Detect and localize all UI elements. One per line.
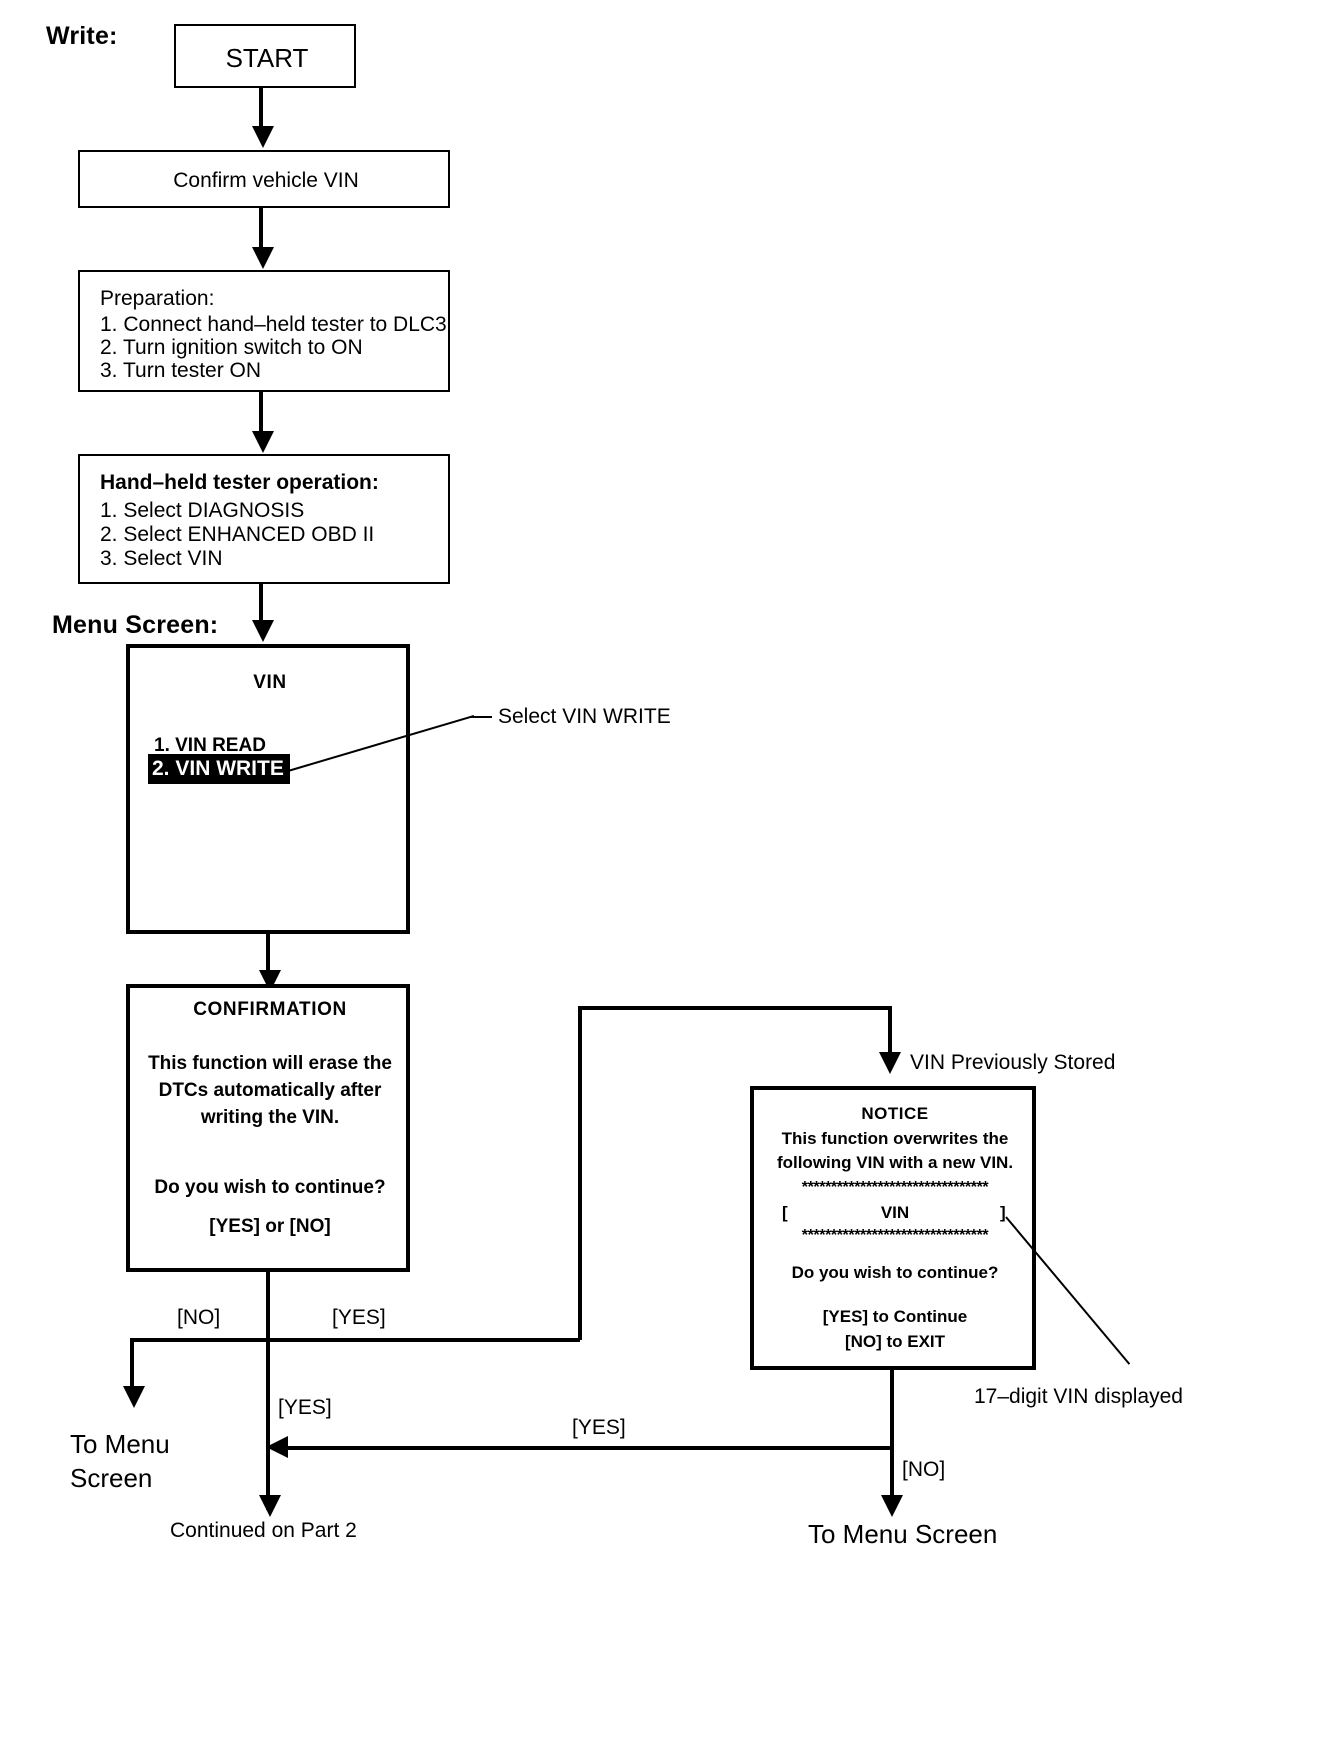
tester-operation-title: Hand–held tester operation:	[100, 471, 379, 494]
arrow-notice-yes-return	[266, 1436, 288, 1458]
confirmation-body-line-1: This function will erase the	[148, 1053, 392, 1074]
edge-label-yes-1: [YES]	[332, 1306, 386, 1329]
preparation-step-1: 1. Connect hand–held tester to DLC3	[100, 313, 447, 336]
menu-screen-section-label: Menu Screen:	[52, 611, 219, 639]
arrow-start-to-confirm	[252, 126, 274, 148]
terminal-continued-on-part-2: Continued on Part 2	[170, 1519, 357, 1542]
notice-vin-bracket-close: ]	[1000, 1203, 1006, 1222]
arrow-tester-to-menu	[252, 620, 274, 642]
preparation-title: Preparation:	[100, 287, 215, 310]
edge-label-yes-2: [YES]	[278, 1396, 332, 1419]
notice-separator-bottom: ********************************	[801, 1227, 989, 1244]
connector-yes-to-notice-vertical	[888, 1006, 892, 1060]
notice-option-yes: [YES] to Continue	[822, 1307, 968, 1326]
edge-label-no-2: [NO]	[902, 1458, 946, 1481]
notice-separator-top: ********************************	[801, 1179, 989, 1196]
preparation-node: Preparation: 1. Connect hand–held tester…	[78, 270, 450, 392]
notice-body-line-1: This function overwrites the	[781, 1129, 1009, 1148]
connector-menu-to-confirmation	[266, 934, 270, 976]
confirmation-options: [YES] or [NO]	[209, 1216, 331, 1237]
connector-yes-riser	[578, 1006, 582, 1340]
confirmation-body-line-2: DTCs automatically after	[158, 1080, 382, 1101]
connector-start-to-confirm	[259, 88, 263, 130]
connector-confirmation-branch-bar	[130, 1338, 580, 1342]
arrow-no-leg	[123, 1386, 145, 1408]
vin-menu-node: VIN 1. VIN READ	[126, 644, 410, 934]
notice-vin-bracket-open: [	[782, 1203, 788, 1222]
connector-notice-yes-return	[286, 1446, 893, 1450]
confirmation-title: CONFIRMATION	[193, 999, 347, 1020]
confirmation-question: Do you wish to continue?	[154, 1177, 386, 1198]
confirmation-body-line-3: writing the VIN.	[200, 1107, 340, 1128]
vin-menu-item-vin-read[interactable]: 1. VIN READ	[154, 735, 266, 756]
callout-select-vin-write: Select VIN WRITE	[498, 705, 671, 728]
notice-title: NOTICE	[861, 1104, 929, 1123]
notice-question: Do you wish to continue?	[791, 1263, 999, 1282]
vin-menu-item-vin-write[interactable]: 2. VIN WRITE	[148, 754, 290, 785]
preparation-step-3: 3. Turn tester ON	[100, 359, 262, 382]
tester-operation-step-3: 3. Select VIN	[100, 547, 223, 570]
edge-label-no-1: [NO]	[177, 1306, 221, 1329]
connector-confirm-to-preparation	[259, 208, 263, 252]
connector-no-leg	[130, 1338, 134, 1390]
connector-yes-to-notice-horizontal	[578, 1006, 892, 1010]
confirm-vin-label: Confirm vehicle VIN	[173, 169, 359, 192]
terminal-to-menu-screen-right: To Menu Screen	[808, 1519, 998, 1549]
arrow-into-notice	[879, 1052, 901, 1074]
tester-operation-step-1: 1. Select DIAGNOSIS	[100, 499, 305, 522]
arrow-notice-no-leg	[881, 1495, 903, 1517]
confirm-vin-node: Confirm vehicle VIN	[78, 150, 450, 208]
notice-vin-placeholder: VIN	[880, 1203, 910, 1222]
connector-preparation-to-tester	[259, 392, 263, 436]
preparation-step-2: 2. Turn ignition switch to ON	[100, 336, 363, 359]
arrow-confirm-to-preparation	[252, 247, 274, 269]
vin-menu-title: VIN	[253, 672, 287, 693]
connector-notice-no-leg	[890, 1370, 894, 1510]
tester-operation-step-2: 2. Select ENHANCED OBD II	[100, 523, 375, 546]
connector-yes-down-leg	[266, 1338, 270, 1510]
start-node-label: START	[225, 43, 309, 73]
notice-body-line-2: following VIN with a new VIN.	[776, 1153, 1014, 1172]
connector-confirmation-stem	[266, 1272, 270, 1340]
start-node: START	[174, 24, 356, 88]
callout-vin-digits: 17–digit VIN displayed	[974, 1385, 1183, 1408]
write-section-label: Write:	[46, 22, 118, 50]
terminal-to-menu-screen-left-line2: Screen	[70, 1463, 153, 1493]
notice-node: NOTICE This function overwrites the foll…	[750, 1086, 1036, 1370]
connector-tester-to-menu	[259, 584, 263, 626]
callout-vin-previously-stored: VIN Previously Stored	[910, 1051, 1116, 1074]
callout-leader-select-vin-write-tail	[470, 716, 492, 718]
terminal-to-menu-screen-left-line1: To Menu	[70, 1429, 170, 1459]
edge-label-yes-3: [YES]	[572, 1416, 626, 1439]
arrow-continued	[259, 1495, 281, 1517]
confirmation-node: CONFIRMATION This function will erase th…	[126, 984, 410, 1272]
tester-operation-node: Hand–held tester operation: 1. Select DI…	[78, 454, 450, 584]
arrow-preparation-to-tester	[252, 431, 274, 453]
notice-option-no: [NO] to EXIT	[844, 1332, 946, 1351]
